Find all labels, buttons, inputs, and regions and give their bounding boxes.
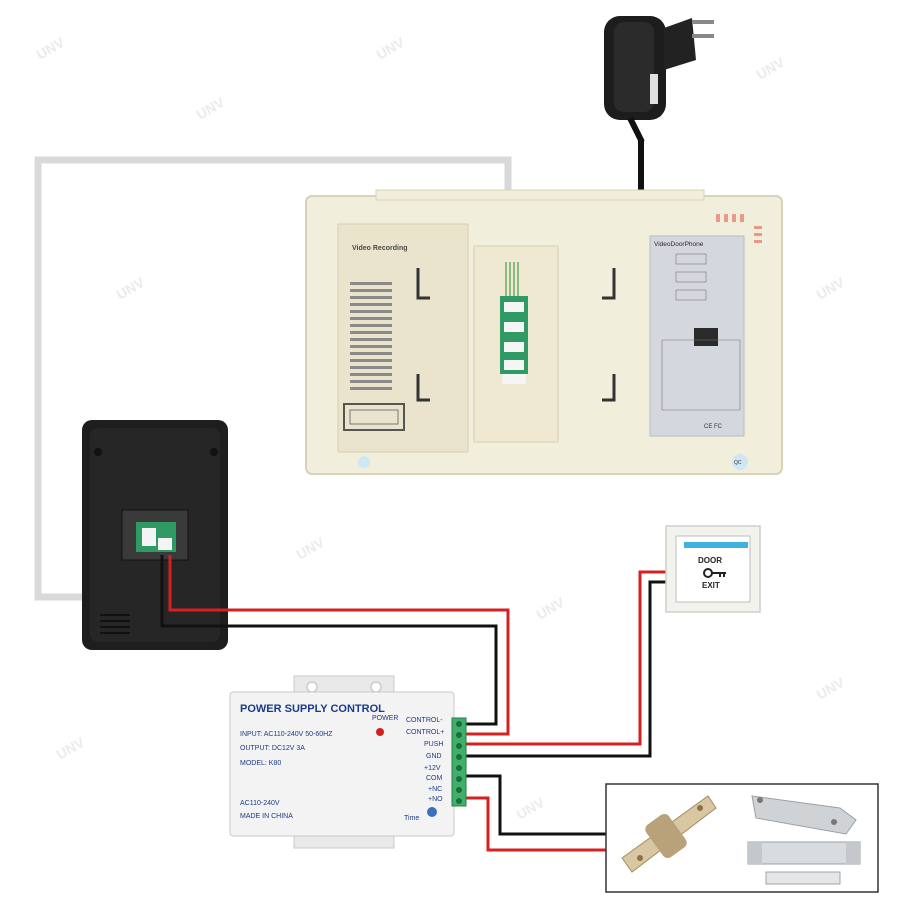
exit-button: DOOR EXIT [665, 525, 761, 613]
lock-options [605, 783, 879, 893]
svg-text:UNV: UNV [814, 674, 848, 703]
terminal-control-minus: CONTROL- [406, 717, 443, 724]
power-adapter [604, 16, 714, 144]
psu-input-spec: INPUT: AC110-240V 50-60HZ [240, 731, 333, 738]
wire-red-camera-to-control-plus [168, 555, 510, 736]
terminal-gnd: GND [426, 753, 442, 760]
wire-red-exit-to-push [462, 570, 676, 746]
psu-voltage: AC110-240V [240, 800, 280, 807]
terminal-no: +NO [428, 796, 443, 803]
wire-black-com-to-lock [462, 774, 606, 836]
svg-text:UNV: UNV [374, 34, 408, 63]
vent-slots [716, 214, 762, 243]
terminal-control-plus: CONTROL+ [406, 729, 444, 736]
svg-text:UNV: UNV [514, 794, 548, 823]
terminal-block [451, 717, 467, 807]
psu-output-spec: OUTPUT: DC12V 3A [240, 745, 305, 752]
exit-button-door-text: DOOR [698, 556, 722, 565]
exit-button-exit-text: EXIT [702, 581, 720, 590]
wire-red-no-to-lock [462, 796, 606, 852]
psu-made-in: MADE IN CHINA [240, 813, 293, 820]
svg-text:UNV: UNV [814, 274, 848, 303]
magnetic-lock [747, 841, 861, 885]
power-led [376, 728, 384, 736]
psu-title: POWER SUPPLY CONTROL [240, 703, 385, 715]
key-icon [703, 568, 726, 578]
terminal-12v: +12V [424, 765, 441, 772]
svg-text:UNV: UNV [194, 94, 228, 123]
outdoor-camera-unit [82, 420, 228, 650]
monitor-back-panel: Video Recording [305, 189, 783, 475]
qc-stamp [732, 454, 748, 470]
video-recording-label: Video Recording [352, 245, 408, 252]
wire-black-camera-to-control-minus [160, 555, 498, 726]
monitor-connector-board [500, 262, 528, 384]
psu-model: MODEL: K80 [240, 760, 281, 767]
svg-text:CE FC: CE FC [704, 424, 723, 430]
time-knob [427, 807, 437, 817]
terminal-nc: +NC [428, 786, 442, 793]
psu-power-label: POWER [372, 715, 398, 722]
power-supply-control: POWER SUPPLY CONTROL POWER INPUT: AC110-… [229, 675, 467, 849]
svg-text:UNV: UNV [754, 54, 788, 83]
terminal-com: COM [426, 775, 443, 782]
qc-stamp-text: QC [734, 460, 742, 466]
electric-bolt-lock [751, 795, 857, 835]
svg-text:UNV: UNV [114, 274, 148, 303]
svg-text:UNV: UNV [54, 734, 88, 763]
brand-label: VideoDoorPhone [654, 241, 704, 248]
svg-text:UNV: UNV [294, 534, 328, 563]
speaker-grille [350, 282, 392, 390]
psu-time-label: Time [404, 815, 419, 822]
terminal-push: PUSH [424, 741, 443, 748]
wire-black-exit-to-gnd [462, 580, 676, 758]
svg-text:UNV: UNV [34, 34, 68, 63]
svg-text:UNV: UNV [534, 594, 568, 623]
electric-strike-lock [621, 795, 717, 873]
